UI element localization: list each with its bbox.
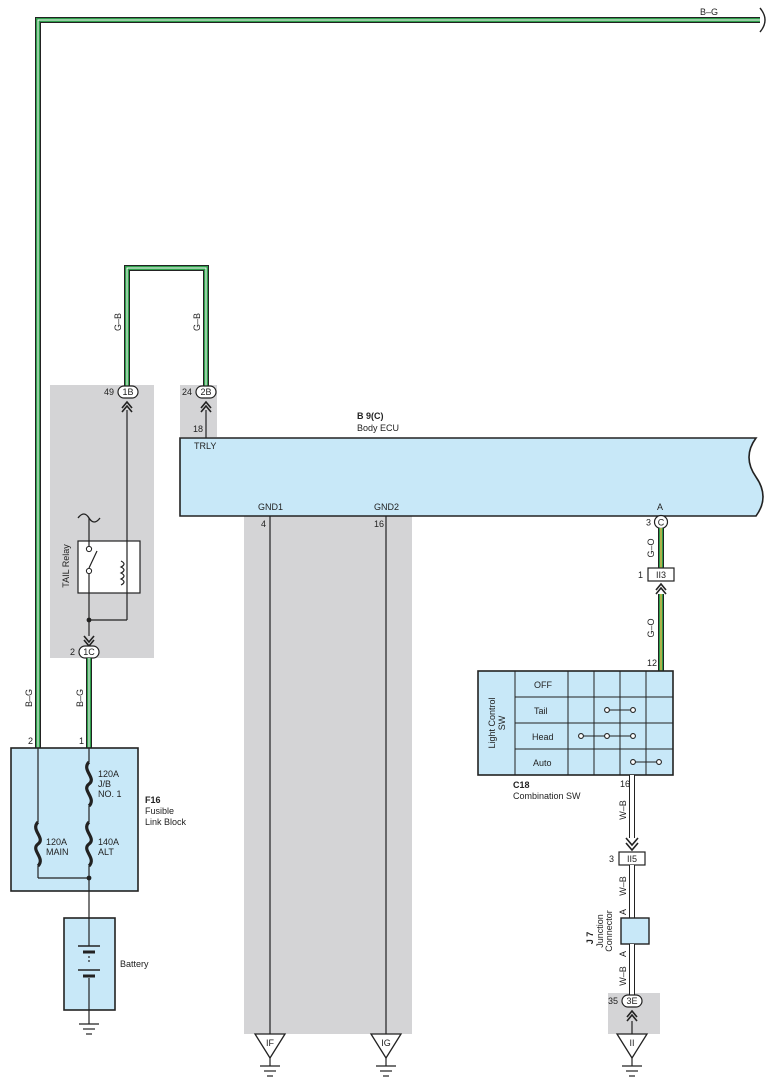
switch-pin-bottom: 16 xyxy=(620,779,630,789)
switch-contacts-tail xyxy=(604,707,636,713)
connector-2b-pin: 24 xyxy=(182,387,192,397)
junction-pin-top: A xyxy=(618,909,628,915)
switch-pin-top: 12 xyxy=(647,658,657,668)
ecu-ref: B 9(C) xyxy=(357,411,384,421)
fuse-jb-line2: J/B xyxy=(98,779,111,789)
switch-contacts-head xyxy=(578,733,636,739)
switch-contacts-auto xyxy=(630,759,662,765)
ecu-label-trly: TRLY xyxy=(194,441,216,451)
junction-connector: J 7 Junction Connector xyxy=(585,910,650,952)
wire-break-mark xyxy=(759,7,766,33)
connector-ii5-pin: 3 xyxy=(609,854,614,864)
wire-label-go-upper: G–O xyxy=(646,538,656,557)
wire-label-fuse: B–G xyxy=(75,689,85,707)
connector-ii3-pin: 1 xyxy=(638,570,643,580)
switch-row-head: Head xyxy=(532,732,554,742)
fusible-ref: F16 xyxy=(145,795,161,805)
ground-point-ii: II xyxy=(615,1033,649,1077)
body-ecu: B 9(C) Body ECU TRLY GND1 GND2 A xyxy=(179,411,764,517)
switch-ref: C18 xyxy=(513,780,530,790)
fusible-name-2: Link Block xyxy=(145,817,187,827)
fusible-link-block: 2 1 120A J/B NO. 1 120A MAIN 140A ALT xyxy=(10,736,139,892)
relay-zone xyxy=(50,385,154,658)
junction-ref: J 7 xyxy=(585,932,595,945)
fuse-main-symbol xyxy=(34,820,42,868)
connector-ii3-code: II3 xyxy=(656,570,666,580)
junction-name-1: Junction xyxy=(595,914,605,948)
ecu-label-a: A xyxy=(657,502,663,512)
fuse-jb-symbol xyxy=(85,760,93,808)
connector-1c-code: 1C xyxy=(83,647,95,657)
fusible-pin-right: 1 xyxy=(79,736,84,746)
connector-ii3: II3 1 xyxy=(638,567,675,595)
ecu-name: Body ECU xyxy=(357,423,399,433)
connector-3e-code: 3E xyxy=(626,996,637,1006)
wire-loop-gb xyxy=(124,265,209,386)
ground-point-if: IF xyxy=(253,1033,287,1077)
battery-name: Battery xyxy=(120,959,149,969)
switch-name: Combination SW xyxy=(513,791,581,801)
tail-relay: TAIL Relay xyxy=(61,513,141,623)
connector-c-pin: 3 xyxy=(646,518,651,528)
switch-row-off: OFF xyxy=(534,680,552,690)
fuse-jb-line3: NO. 1 xyxy=(98,789,122,799)
ecu-label-gnd2: GND2 xyxy=(374,502,399,512)
fuse-main-line1: 120A xyxy=(46,837,67,847)
wire-label-wb-1: W–B xyxy=(618,800,628,820)
relay-name: TAIL Relay xyxy=(61,544,71,588)
switch-row-auto: Auto xyxy=(533,758,552,768)
switch-side-label-2: SW xyxy=(497,715,507,730)
ground-label-ii: II xyxy=(629,1038,634,1048)
ground-zone xyxy=(244,516,412,1034)
connector-1b-code: 1B xyxy=(122,387,133,397)
fuse-alt-symbol xyxy=(85,820,93,868)
wire-label-left: B–G xyxy=(24,689,34,707)
fuse-alt-line1: 140A xyxy=(98,837,119,847)
wire-label-top: B–G xyxy=(700,7,718,17)
fuse-main-line2: MAIN xyxy=(46,847,69,857)
fuse-jb-line1: 120A xyxy=(98,769,119,779)
ecu-pin-trly: 18 xyxy=(193,424,203,434)
connector-c-code: C xyxy=(658,518,665,528)
battery-ground-symbol xyxy=(79,1010,99,1035)
fusible-name-1: Fusible xyxy=(145,806,174,816)
connector-ii5-arrow xyxy=(625,837,639,852)
connector-3e: 3E 35 xyxy=(608,994,643,1022)
junction-pin-bottom: A xyxy=(618,951,628,957)
ecu-pin-gnd1: 4 xyxy=(261,519,266,529)
fuse-junction-dot xyxy=(86,875,92,881)
connector-2b: 2B 24 xyxy=(182,385,217,413)
wire-label-go-lower: G–O xyxy=(646,618,656,637)
connector-c: C 3 xyxy=(646,514,669,530)
connector-1c: 1C 2 xyxy=(70,635,100,659)
connector-ii5-code: II5 xyxy=(627,854,637,864)
wire-label-loop-right: G–B xyxy=(192,313,202,331)
switch-row-tail: Tail xyxy=(534,706,548,716)
relay-coil xyxy=(119,560,125,586)
wire-label-wb-3: W–B xyxy=(618,966,628,986)
fusible-pin-left: 2 xyxy=(28,736,33,746)
fuse-alt-line2: ALT xyxy=(98,847,114,857)
switch-side-label-1: Light Control xyxy=(487,697,497,748)
wire-top-bg xyxy=(35,17,760,748)
ground-point-ig: IG xyxy=(369,1033,403,1077)
wire-label-wb-2: W–B xyxy=(618,876,628,896)
connector-1b-pin: 49 xyxy=(104,387,114,397)
battery xyxy=(63,917,116,1011)
wire-label-loop-left: G–B xyxy=(113,313,123,331)
ground-label-if: IF xyxy=(266,1038,275,1048)
connector-ii5: II5 3 xyxy=(609,851,646,866)
connector-1b: 1B 49 xyxy=(104,385,139,413)
combination-switch: Light Control SW OFF Tail Head Auto xyxy=(477,670,674,776)
junction-name-2: Connector xyxy=(604,910,614,952)
ground-label-ig: IG xyxy=(381,1038,391,1048)
ecu-pin-gnd2: 16 xyxy=(374,519,384,529)
connector-2b-code: 2B xyxy=(200,387,211,397)
ecu-label-gnd1: GND1 xyxy=(258,502,283,512)
connector-3e-pin: 35 xyxy=(608,996,618,1006)
connector-1c-pin: 2 xyxy=(70,647,75,657)
